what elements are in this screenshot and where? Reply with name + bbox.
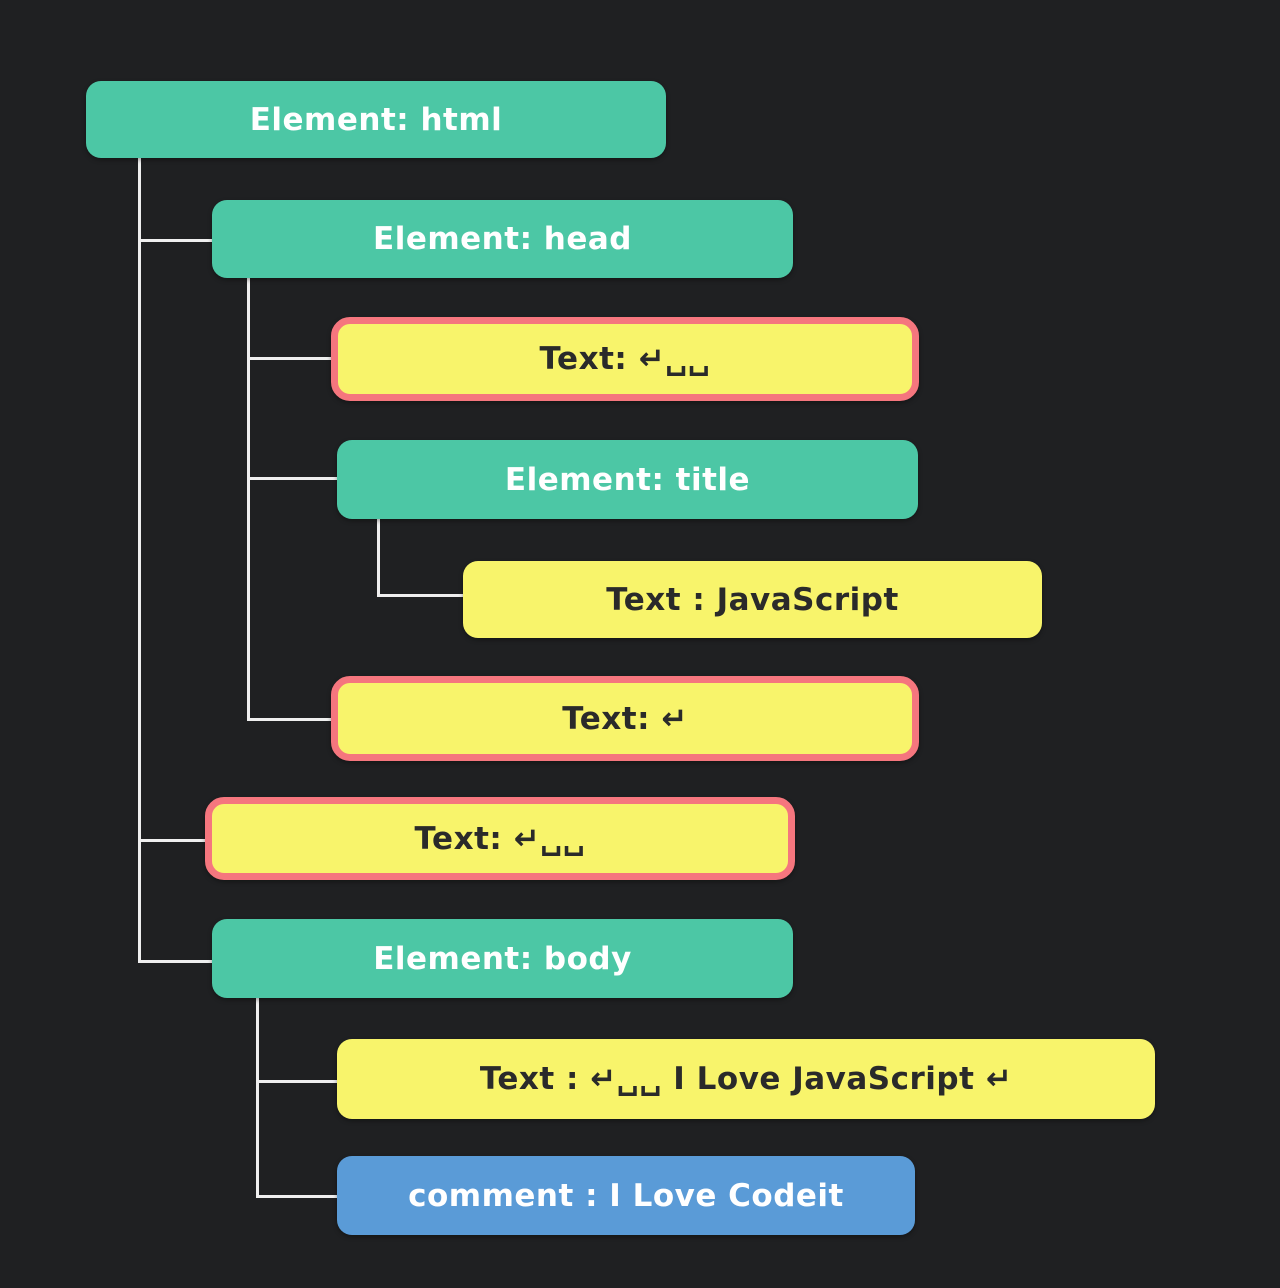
connector-body-to-comment (256, 1195, 339, 1198)
connector-body-to-text (256, 1080, 339, 1083)
connector-head-to-text2 (247, 718, 334, 721)
node-label: comment : I Love Codeit (408, 1177, 844, 1214)
node-text-i-love-javascript: Text : ↵␣␣ I Love JavaScript ↵ (337, 1039, 1155, 1119)
node-label: Element: body (373, 940, 632, 977)
connector-html-to-text (138, 839, 208, 842)
node-text-javascript: Text : JavaScript (463, 561, 1042, 638)
connector-html-vertical (138, 158, 141, 963)
node-element-title: Element: title (337, 440, 918, 519)
node-label: Text: ↵ (562, 700, 688, 737)
node-comment-i-love-codeit: comment : I Love Codeit (337, 1156, 915, 1235)
node-label: Element: html (249, 101, 503, 138)
connector-title-vertical (377, 519, 380, 597)
node-label: Text : JavaScript (606, 581, 899, 618)
connector-html-to-head (138, 239, 214, 242)
node-label: Element: head (373, 221, 632, 257)
connector-title-to-text (377, 594, 465, 597)
node-element-head: Element: head (212, 200, 793, 278)
connector-body-vertical (256, 998, 259, 1198)
node-label: Text : ↵␣␣ I Love JavaScript ↵ (479, 1061, 1013, 1097)
node-text-newline-head: Text: ↵ (331, 676, 919, 761)
node-text-newline-spaces-head: Text: ↵␣␣ (331, 317, 919, 401)
node-element-body: Element: body (212, 919, 793, 998)
connector-head-to-text1 (247, 357, 334, 360)
node-element-html: Element: html (86, 81, 666, 158)
connector-head-vertical (247, 278, 250, 721)
connector-head-to-title (247, 477, 339, 480)
connector-html-to-body (138, 960, 214, 963)
node-label: Element: title (504, 461, 751, 498)
node-label: Text: ↵␣␣ (414, 820, 586, 857)
node-label: Text: ↵␣␣ (539, 341, 711, 377)
node-text-newline-spaces-html: Text: ↵␣␣ (205, 797, 795, 880)
